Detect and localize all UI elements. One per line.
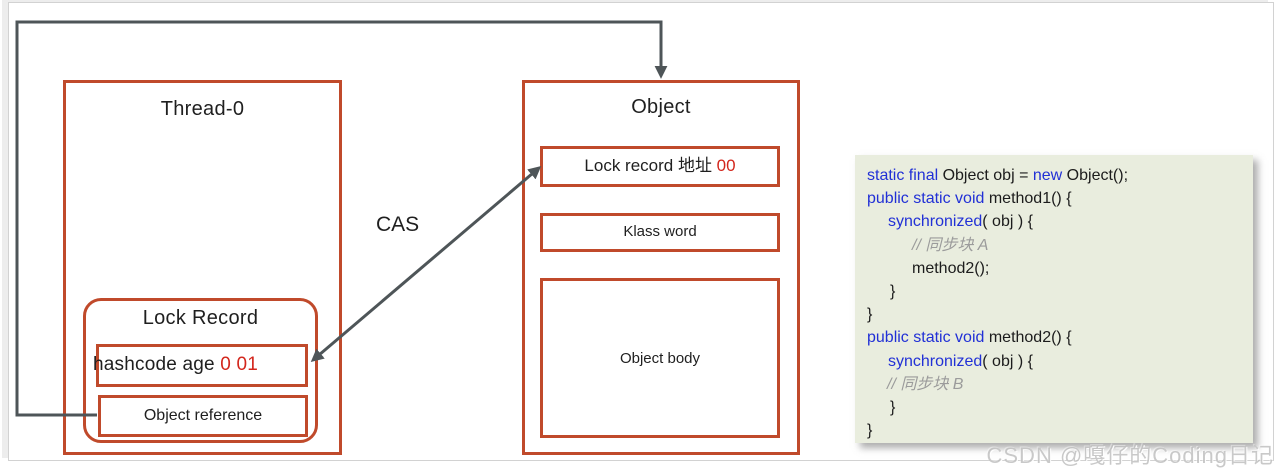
- lock-record-address-text: Lock record 地址 00: [543, 149, 777, 183]
- code-line: // 同步块 A: [867, 234, 1245, 257]
- code-segment-plain: }: [867, 306, 873, 324]
- lock-record-title: Lock Record: [142, 307, 259, 329]
- object-box: Object Lock record 地址 00 Klass word Obje…: [522, 80, 800, 455]
- code-segment-plain: ( obj ) {: [982, 213, 1033, 231]
- object-body-cell: Object body: [540, 278, 780, 438]
- code-line: }: [867, 396, 1245, 419]
- code-segment-plain: Object();: [1062, 167, 1129, 184]
- code-line: method2();: [867, 257, 1245, 280]
- code-segment-comment: // 同步块 A: [912, 236, 989, 254]
- lock-record-address-label: Lock record 地址: [584, 156, 717, 175]
- hashcode-age-label: hashcode age: [93, 354, 221, 375]
- code-segment-plain: }: [867, 422, 873, 440]
- object-box-title: Object: [631, 96, 691, 118]
- code-segment-plain: method1() {: [984, 190, 1072, 208]
- object-reference-label: Object reference: [143, 407, 263, 424]
- object-body-label: Object body: [619, 349, 701, 367]
- klass-word-label: Klass word: [623, 223, 697, 240]
- watermark: CSDN @嘎仔的Coding日记: [986, 443, 1274, 468]
- thread-box: Thread-0 Lock Record hashcode age 0 01 O…: [63, 80, 342, 455]
- code-block: static final Object obj = new Object();p…: [855, 155, 1253, 443]
- klass-word-cell: Klass word: [540, 213, 780, 252]
- code-segment-plain: }: [890, 399, 896, 417]
- code-segment-comment: // 同步块 B: [887, 375, 964, 393]
- code-line: synchronized( obj ) {: [867, 210, 1245, 233]
- lock-record-address-cell: Lock record 地址 00: [540, 146, 780, 187]
- code-line: }: [867, 280, 1245, 303]
- code-segment-plain: ( obj ) {: [982, 352, 1033, 370]
- cas-label: CAS: [376, 213, 420, 236]
- code-segment-plain: method2() {: [984, 329, 1072, 347]
- code-segment-kw: public static void: [867, 190, 985, 208]
- code-segment-kw: synchronized: [888, 213, 983, 231]
- object-reference-cell: Object reference: [98, 395, 308, 437]
- code-line: }: [867, 303, 1245, 326]
- code-segment-kw: static final: [867, 167, 939, 184]
- hashcode-age-bits: 0 01: [220, 354, 259, 375]
- lock-record-address-bits: 00: [716, 156, 736, 175]
- code-line: public static void method2() {: [867, 326, 1245, 349]
- code-segment-kw: synchronized: [888, 352, 983, 370]
- code-segment-kw: new: [1032, 167, 1063, 184]
- thread-box-title: Thread-0: [160, 98, 245, 120]
- hashcode-age-text: hashcode age 0 01: [93, 347, 305, 383]
- code-line: static final Object obj = new Object();: [867, 164, 1245, 187]
- code-segment-plain: Object obj =: [938, 167, 1033, 184]
- code-line: synchronized( obj ) {: [867, 350, 1245, 373]
- code-segment-plain: }: [890, 283, 896, 301]
- code-line: // 同步块 B: [867, 373, 1245, 396]
- lock-record-box: Lock Record hashcode age 0 01 Object ref…: [83, 298, 318, 443]
- code-line: public static void method1() {: [867, 187, 1245, 210]
- hashcode-age-cell: hashcode age 0 01: [93, 344, 308, 387]
- code-segment-kw: public static void: [867, 329, 985, 347]
- code-segment-plain: method2();: [912, 259, 990, 277]
- code-line: }: [867, 419, 1245, 442]
